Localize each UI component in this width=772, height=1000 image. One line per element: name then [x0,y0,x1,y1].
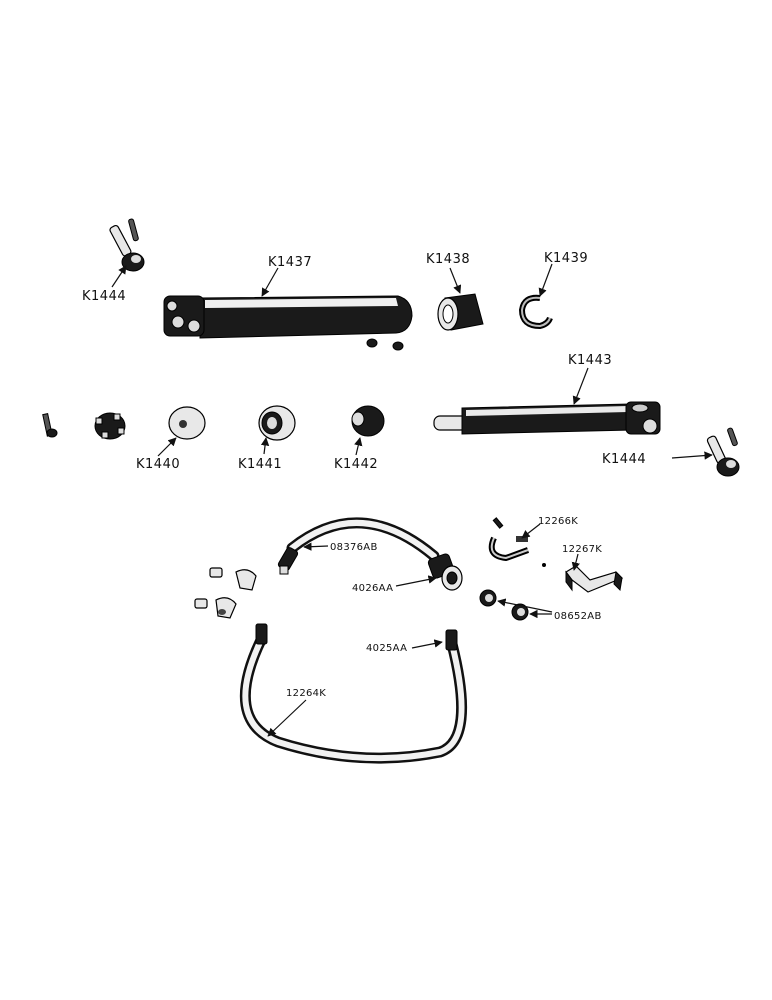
plug-bottom [194,598,208,609]
plug-top [209,567,223,578]
fitting-08652ab-b [511,603,529,621]
label-12266k: 12266K [538,516,578,527]
label-k1440: K1440 [136,457,180,472]
elbow-top [235,569,257,591]
label-k1439: K1439 [544,251,588,266]
label-08376ab: 08376AB [330,542,378,553]
bushing-k1438 [437,293,484,331]
hose-12264k [239,623,468,764]
bolt [42,413,58,438]
label-k1442: K1442 [334,457,378,472]
hose-08376ab [277,517,440,575]
clamp-12266k [488,536,530,562]
label-08652ab: 08652AB [554,611,602,622]
label-k1441: K1441 [238,457,282,472]
seal-k1441 [258,405,296,441]
set-screws [366,338,404,351]
label-4026aa: 4026AA [352,583,393,594]
label-12267k: 12267K [562,544,602,555]
label-4025aa: 4025AA [366,643,407,654]
clevis-pin-k1444-top [109,218,145,272]
label-k1437: K1437 [268,255,312,270]
label-k1444-right: K1444 [602,452,646,467]
label-12264k: 12264K [286,688,326,699]
clevis-pin-k1444-right [706,427,740,477]
bushing-k1442 [351,405,385,437]
piston-rod-k1443 [433,401,661,435]
washer-k1440 [168,406,206,440]
elbow-bottom [215,597,237,619]
label-k1438: K1438 [426,252,470,267]
label-k1443: K1443 [568,353,612,368]
castle-nut [94,412,126,440]
snap-ring-k1439 [518,294,553,330]
label-k1444-top: K1444 [82,289,126,304]
small-washer [542,563,546,567]
clamp-screw [492,517,504,529]
swivel-fitting-4026aa [427,553,463,591]
cylinder-k1437 [163,295,413,339]
fitting-08652ab-a [479,589,497,607]
